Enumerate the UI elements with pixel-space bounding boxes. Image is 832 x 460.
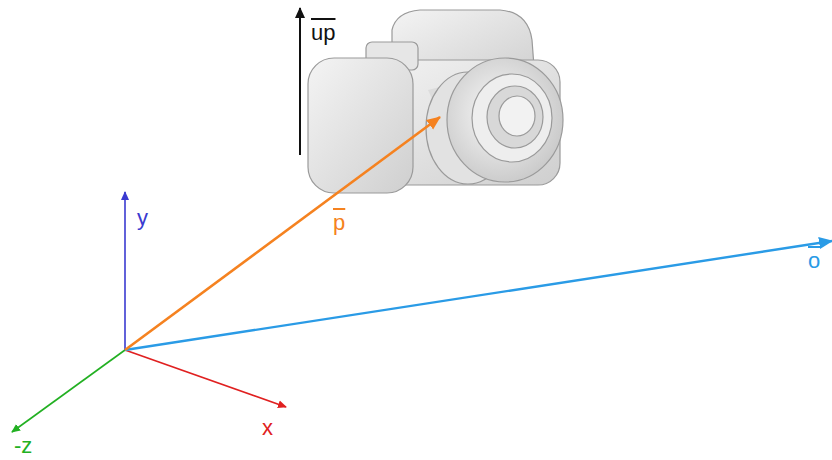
vector-label: p <box>333 212 345 234</box>
axis-label: -z <box>14 435 32 457</box>
up-arrow <box>299 8 301 155</box>
o-vector <box>125 241 832 350</box>
p-vector <box>125 117 440 350</box>
axis-label: x <box>262 417 273 439</box>
z-axis <box>12 350 125 432</box>
up-vector-label: up <box>311 22 335 44</box>
y-axis <box>124 192 126 350</box>
x-axis <box>125 350 286 407</box>
vector-label: o <box>808 250 820 272</box>
axis-label: y <box>137 207 148 229</box>
